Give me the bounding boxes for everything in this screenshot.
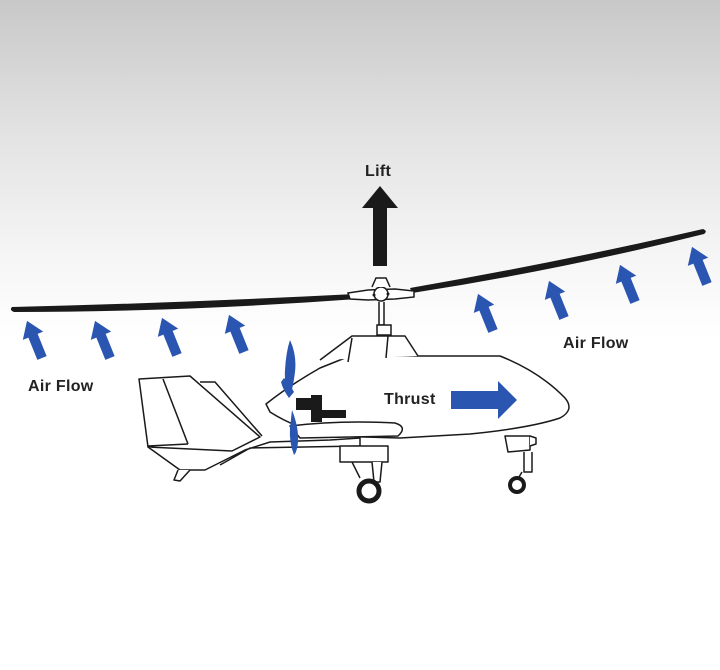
airflow-right-label: Air Flow bbox=[563, 335, 629, 352]
nose-wheel bbox=[508, 476, 526, 494]
airflow-arrow-icon bbox=[538, 276, 575, 323]
lift-arrow-icon bbox=[362, 186, 398, 266]
propeller bbox=[281, 340, 299, 455]
airflow-arrow-icon bbox=[681, 242, 718, 289]
rotor-blade-right bbox=[410, 229, 706, 293]
thrust-arrow-icon bbox=[451, 381, 517, 419]
thrust-label: Thrust bbox=[384, 391, 436, 408]
airflow-left-label: Air Flow bbox=[28, 378, 94, 395]
rotor-hub bbox=[347, 277, 415, 336]
airflow-arrow-icon bbox=[609, 260, 646, 307]
airflow-arrow-icon bbox=[218, 310, 255, 357]
engine-block bbox=[296, 395, 346, 422]
main-wheel bbox=[356, 478, 382, 504]
airflow-arrows-left bbox=[16, 310, 255, 363]
airflow-arrow-icon bbox=[467, 289, 504, 336]
airflow-arrow-icon bbox=[16, 316, 53, 363]
airflow-arrow-icon bbox=[84, 316, 121, 363]
lift-label: Lift bbox=[365, 163, 392, 180]
airflow-arrow-icon bbox=[151, 313, 188, 360]
rotor-blade-left bbox=[10, 294, 357, 312]
